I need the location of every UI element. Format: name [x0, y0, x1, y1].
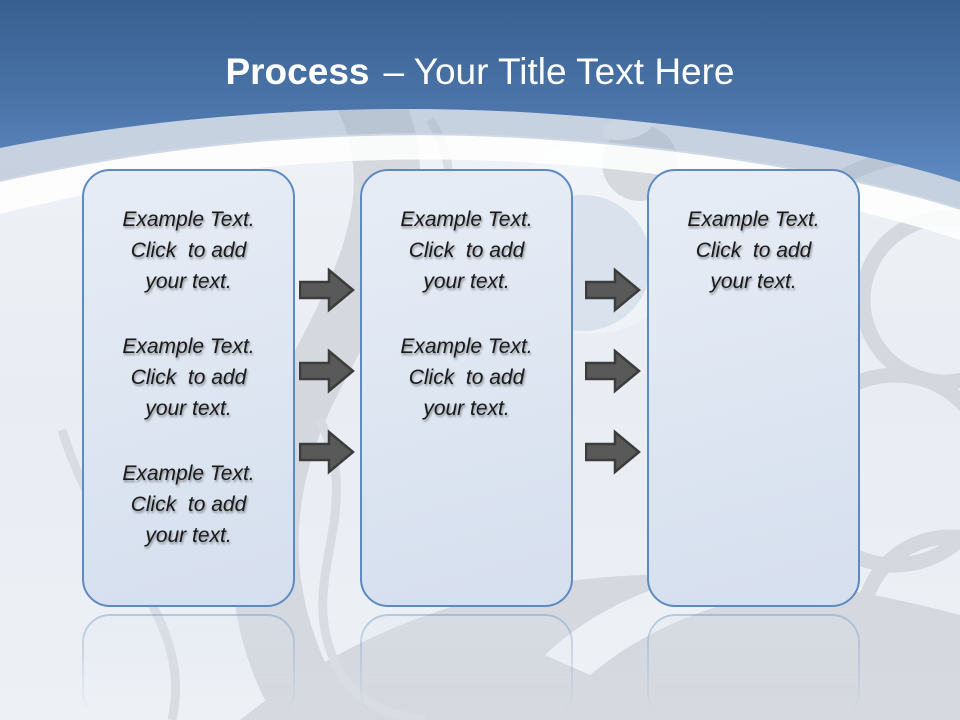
placeholder-text[interactable]: Example Text. Click to add your text.	[122, 462, 255, 547]
box-reflection	[360, 614, 573, 720]
arrow-right-icon	[299, 267, 355, 313]
process-box-3[interactable]: Example Text. Click to add your text.	[647, 169, 860, 607]
placeholder-text[interactable]: Example Text. Click to add your text.	[400, 208, 533, 293]
placeholder-text[interactable]: Example Text. Click to add your text.	[400, 335, 533, 420]
page-title: Process – Your Title Text Here	[0, 50, 960, 94]
placeholder-text[interactable]: Example Text. Click to add your text.	[122, 208, 255, 293]
arrow-right-icon	[299, 429, 355, 475]
box-reflection	[647, 614, 860, 720]
arrow-right-icon	[585, 348, 641, 394]
process-box-1[interactable]: Example Text. Click to add your text. Ex…	[82, 169, 295, 607]
placeholder-text[interactable]: Example Text. Click to add your text.	[122, 335, 255, 420]
placeholder-text[interactable]: Example Text. Click to add your text.	[687, 208, 820, 293]
title-emphasis: Process	[225, 51, 370, 92]
header-highlight-band	[0, 133, 960, 240]
process-box-2[interactable]: Example Text. Click to add your text. Ex…	[360, 169, 573, 607]
arrow-right-icon	[299, 348, 355, 394]
arrow-right-icon	[585, 429, 641, 475]
title-rest: – Your Title Text Here	[383, 51, 735, 92]
arrow-right-icon	[585, 267, 641, 313]
header-banner	[0, 0, 960, 182]
box-reflection	[82, 614, 295, 720]
header-shadow-band	[0, 109, 960, 210]
